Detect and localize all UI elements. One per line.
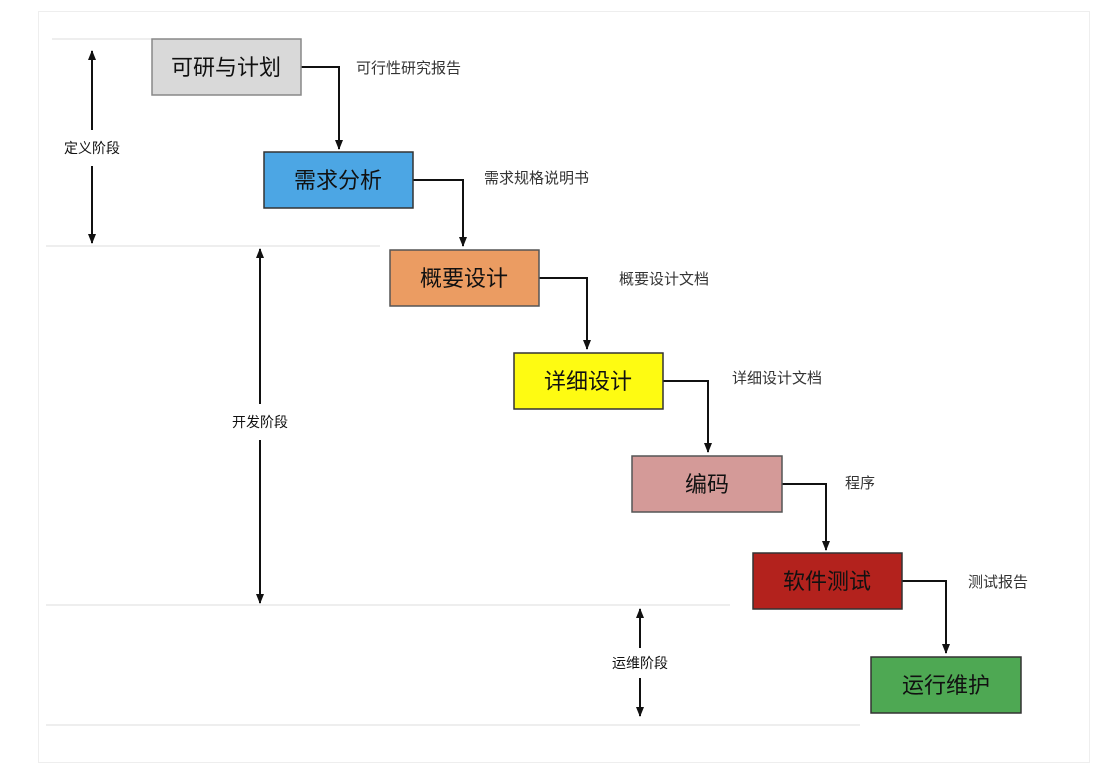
stage-feasibility-label: 可研与计划 xyxy=(171,56,281,81)
document-coding: 程序 xyxy=(845,474,875,492)
stage-testing-label: 软件测试 xyxy=(783,570,871,595)
diagram-frame xyxy=(38,11,1090,763)
stage-requirements-label: 需求分析 xyxy=(294,169,382,194)
phase-label-operation: 运维阶段 xyxy=(612,656,668,672)
stage-requirements-box xyxy=(263,151,414,209)
stage-coding: 编码 xyxy=(631,455,783,513)
phase-label-development: 开发阶段 xyxy=(232,415,288,431)
connector-detailed-design-coding xyxy=(663,380,712,453)
stage-detailed-design-label: 详细设计 xyxy=(544,370,632,395)
connector-outline-design-detailed-design xyxy=(539,277,591,350)
stage-maintenance-box xyxy=(870,656,1022,714)
connector-feasibility-requirements xyxy=(301,66,343,150)
stage-coding-label: 编码 xyxy=(685,473,729,498)
phase-dividers xyxy=(46,38,860,726)
stage-testing: 软件测试 xyxy=(752,552,903,610)
stage-detailed-design-box xyxy=(513,352,664,410)
stage-requirements: 需求分析 xyxy=(263,151,414,209)
stage-feasibility-box xyxy=(151,38,302,96)
document-outline-design: 概要设计文档 xyxy=(619,270,709,288)
stage-maintenance: 运行维护 xyxy=(870,656,1022,714)
connector-requirements-outline-design xyxy=(413,179,467,247)
document-feasibility: 可行性研究报告 xyxy=(356,59,461,77)
connector-testing-maintenance xyxy=(902,580,950,654)
stage-detailed-design: 详细设计 xyxy=(513,352,664,410)
phase-arrows xyxy=(88,50,644,717)
stage-outline-design-box xyxy=(389,249,540,307)
stage-testing-box xyxy=(752,552,903,610)
document-testing: 测试报告 xyxy=(968,573,1028,591)
document-detailed-design: 详细设计文档 xyxy=(732,369,822,387)
stage-coding-box xyxy=(631,455,783,513)
stage-outline-design-label: 概要设计 xyxy=(420,267,508,292)
stage-feasibility: 可研与计划 xyxy=(151,38,302,96)
stage-connectors xyxy=(301,66,950,654)
phase-label-definition: 定义阶段 xyxy=(64,141,120,157)
connector-coding-testing xyxy=(782,483,830,551)
document-requirements: 需求规格说明书 xyxy=(484,169,589,187)
stage-outline-design: 概要设计 xyxy=(389,249,540,307)
stage-maintenance-label: 运行维护 xyxy=(902,674,990,699)
